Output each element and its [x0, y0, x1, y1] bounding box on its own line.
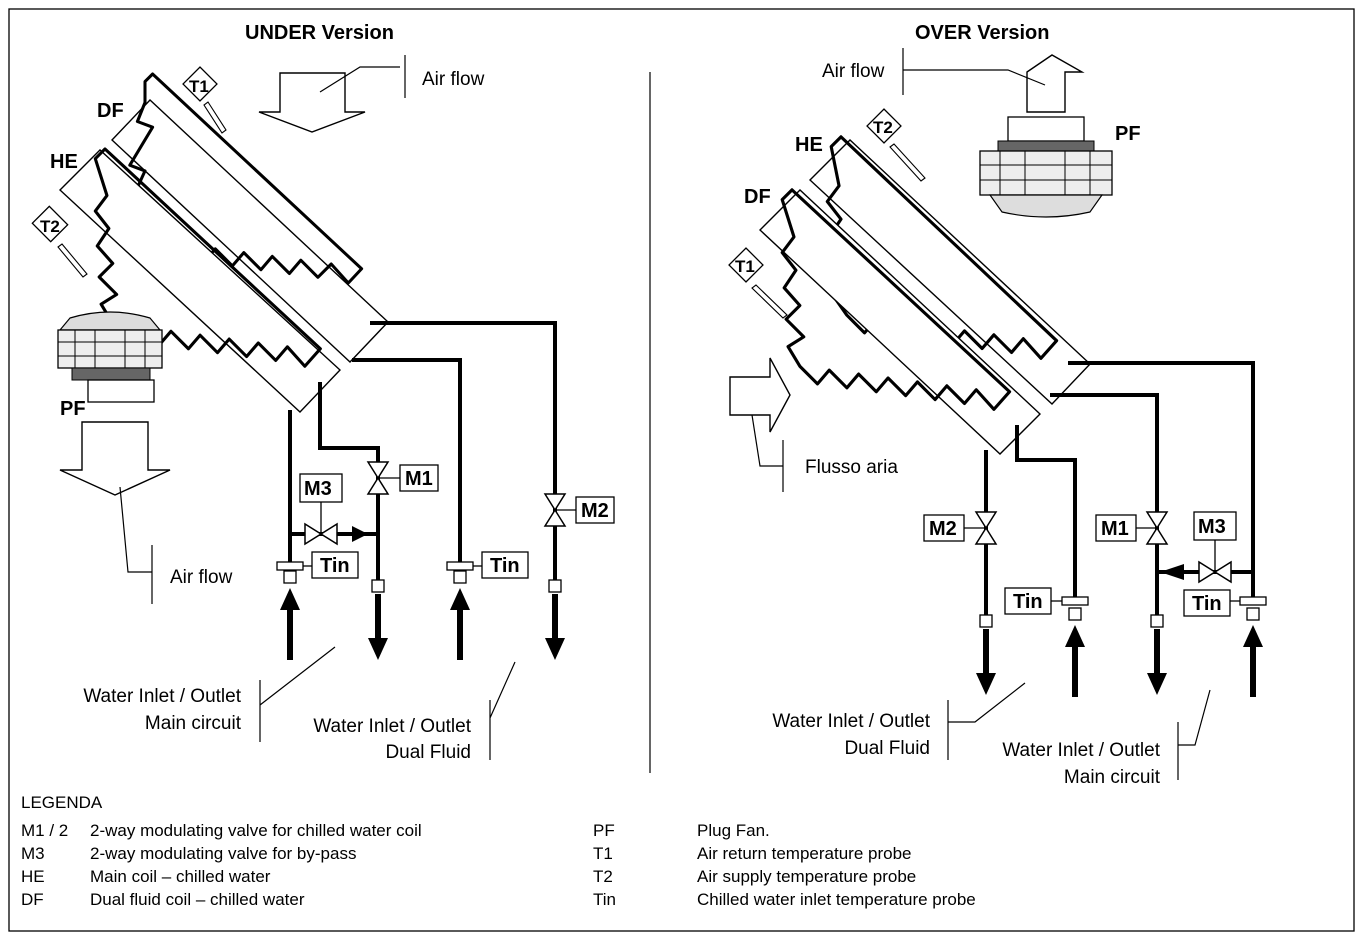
under-main-circuit-line2: Main circuit [145, 713, 242, 734]
over-flusso-aria-label: Flusso aria [805, 457, 898, 478]
under-t1-label: T1 [189, 77, 209, 96]
over-dual-fluid-line1: Water Inlet / Outlet [772, 711, 930, 732]
legend-right-code-2: T2 [593, 867, 613, 886]
under-m3-label: M3 [304, 478, 332, 500]
under-plug-fan-icon [57, 311, 163, 403]
over-m3-label: M3 [1198, 516, 1226, 538]
outer-border [8, 8, 1355, 932]
under-t2-probe: T2 [31, 205, 88, 278]
under-tin-right: Tin [446, 551, 529, 579]
under-water-arrows [280, 570, 565, 660]
over-he-label: HE [795, 134, 823, 156]
over-title: OVER Version [915, 22, 1050, 44]
under-tin-right-label: Tin [490, 555, 520, 577]
under-tin-left: Tin [276, 551, 359, 579]
under-t1-probe: T1 [182, 66, 227, 134]
under-dual-leader [489, 661, 516, 760]
over-valve-m3: M3 [1160, 511, 1237, 584]
legend-right-desc-2: Air supply temperature probe [697, 867, 916, 886]
over-m1-label: M1 [1101, 518, 1129, 540]
under-t2-label: T2 [40, 217, 60, 236]
legend-title: LEGENDA [21, 793, 103, 812]
under-title: UNDER Version [245, 22, 394, 44]
under-tin-left-label: Tin [320, 555, 350, 577]
over-tin-right-label: Tin [1192, 593, 1222, 615]
legend-left-desc-3: Dual fluid coil – chilled water [90, 890, 305, 909]
legend-right-desc-0: Plug Fan. [697, 821, 770, 840]
over-df-label: DF [744, 186, 771, 208]
over-valve-m2: M2 [923, 511, 998, 545]
air-flow-arrow-down-icon [258, 72, 366, 133]
under-valve-m2: M2 [543, 493, 615, 527]
flusso-aria-arrow-right-icon [729, 357, 791, 433]
over-m2-label: M2 [929, 518, 957, 540]
over-main-circuit-line1: Water Inlet / Outlet [1002, 740, 1160, 761]
over-plug-fan-icon [979, 116, 1113, 218]
air-flow-bottom-leader [119, 486, 153, 604]
legend-right-code-1: T1 [593, 844, 613, 863]
legend-left-code-3: DF [21, 890, 44, 909]
over-water-arrows [976, 607, 1263, 697]
over-t1-label: T1 [735, 257, 755, 276]
under-dual-fluid-line1: Water Inlet / Outlet [313, 716, 471, 737]
under-dual-fluid-line2: Dual Fluid [385, 742, 471, 763]
legend-left-code-0: M1 / 2 [21, 821, 68, 840]
legend-right-desc-1: Air return temperature probe [697, 844, 912, 863]
under-m1-label: M1 [405, 468, 433, 490]
over-t2-label: T2 [873, 118, 893, 137]
legend-left-desc-2: Main coil – chilled water [90, 867, 271, 886]
air-flow-arrow-down-bottom-icon [59, 421, 171, 496]
under-df-label: DF [97, 100, 124, 122]
over-air-flow-top-label: Air flow [822, 61, 885, 82]
air-flow-leader [319, 55, 406, 98]
under-m2-label: M2 [581, 500, 609, 522]
legend-left-code-2: HE [21, 867, 45, 886]
under-pf-label: PF [60, 398, 86, 420]
under-he-coil [58, 147, 341, 413]
over-dual-fluid-line2: Dual Fluid [844, 738, 930, 759]
under-main-leader [259, 646, 336, 742]
under-version: UNDER Version Air flow DF HE T1 T2 [31, 22, 615, 763]
over-t2-probe: T2 [866, 108, 926, 182]
over-tin-right: Tin [1183, 589, 1267, 617]
over-main-circuit-line2: Main circuit [1064, 767, 1161, 788]
legend-left-desc-0: 2-way modulating valve for chilled water… [90, 821, 422, 840]
legend: LEGENDA M1 / 2 2-way modulating valve fo… [21, 793, 976, 909]
over-df-coil [758, 188, 1042, 455]
under-main-circuit-line1: Water Inlet / Outlet [83, 686, 241, 707]
over-air-flow-leader [902, 48, 1046, 95]
under-he-label: HE [50, 151, 78, 173]
over-tin-left-label: Tin [1013, 591, 1043, 613]
legend-right-desc-3: Chilled water inlet temperature probe [697, 890, 976, 909]
air-flow-arrow-up-icon [1026, 54, 1085, 113]
over-pf-label: PF [1115, 123, 1141, 145]
over-valve-m1: M1 [1095, 511, 1169, 545]
flusso-aria-leader [751, 414, 784, 492]
legend-right-code-0: PF [593, 821, 615, 840]
over-t1-probe: T1 [728, 247, 788, 319]
legend-left-code-1: M3 [21, 844, 45, 863]
over-dual-leader [947, 682, 1026, 760]
under-air-flow-bottom-label: Air flow [170, 567, 233, 588]
under-valve-m1: M1 [366, 461, 439, 495]
over-tin-left: Tin [1004, 587, 1089, 615]
legend-right-code-3: Tin [593, 890, 616, 909]
over-main-leader [1177, 689, 1211, 780]
legend-left-desc-1: 2-way modulating valve for by-pass [90, 844, 356, 863]
over-version: OVER Version Air flow PF HE DF T2 [728, 22, 1267, 788]
under-valve-m3: M3 [299, 473, 368, 546]
under-air-flow-top-label: Air flow [422, 69, 485, 90]
